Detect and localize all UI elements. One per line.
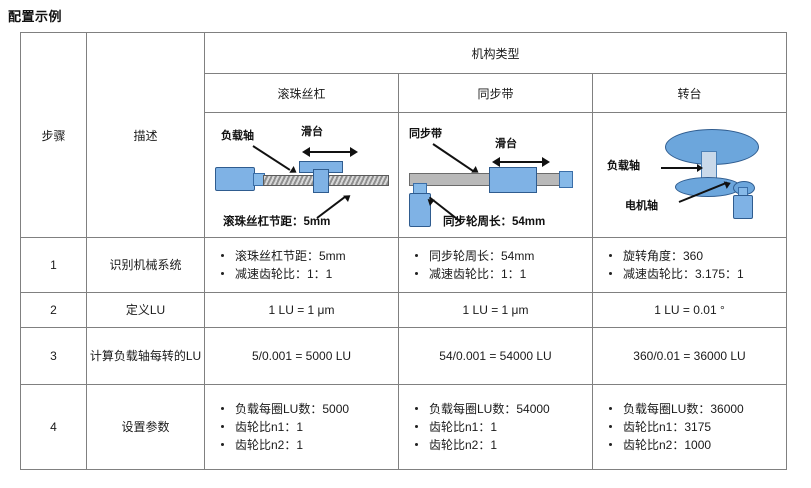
slider-travel-arrow: [492, 157, 550, 167]
slider-block: [489, 167, 537, 193]
list-item: 减速齿轮比：1：1: [413, 265, 592, 283]
label-timing-belt: 同步带: [409, 128, 442, 140]
list-item: 负载每圈LU数：36000: [607, 400, 786, 418]
load-axis-pointer-line: [252, 145, 291, 171]
table-header-row-mech: 滚珠丝杠 同步带 转台: [21, 73, 788, 113]
label-motor-axis: 电机轴: [625, 200, 658, 212]
list-item: 减速齿轮比：3.175：1: [607, 265, 786, 283]
label-screw-pitch: 滚珠丝杠节距：5mm: [223, 216, 331, 228]
table-header-row-diagrams: 负载轴 滑台 滚珠丝杠节距：5mm: [21, 112, 788, 238]
list-item: 齿轮比n1：3175: [607, 418, 786, 436]
slider-nut: [313, 169, 329, 193]
header-description: 描述: [86, 32, 205, 238]
page-title: 配置示例: [8, 9, 63, 24]
bullet-list: 负载每圈LU数：36000 齿轮比n1：3175 齿轮比n2：1000: [593, 398, 786, 456]
table-row: 3 计算负载轴每转的LU 5/0.001 = 5000 LU 54/0.001 …: [20, 327, 788, 385]
configuration-table: 步骤 描述 机构类型 滚珠丝杠 同步带 转台 负载轴 滑台: [20, 32, 788, 470]
bullet-list: 滚珠丝杠节距：5mm 减速齿轮比：1：1: [205, 245, 398, 285]
list-item: 齿轮比n1：1: [413, 418, 592, 436]
diagram-ballscrew-cell: 负载轴 滑台 滚珠丝杠节距：5mm: [204, 112, 399, 238]
list-item: 齿轮比n2：1000: [607, 436, 786, 454]
end-pulley: [559, 171, 573, 188]
row-cell-rotary: 360/0.01 = 36000 LU: [591, 327, 788, 385]
bullet-list: 旋转角度：360 减速齿轮比：3.175：1: [593, 245, 786, 285]
list-item: 负载每圈LU数：54000: [413, 400, 592, 418]
table-row: 4 设置参数 负载每圈LU数：5000 齿轮比n1：1 齿轮比n2：1 负载每圈…: [20, 384, 788, 470]
diagram-rotary-cell: 负载轴 电机轴: [591, 112, 788, 238]
row-cell-rotary: 1 LU = 0.01 °: [591, 292, 788, 328]
row-step-number: 4: [20, 384, 87, 470]
row-description: 识别机械系统: [86, 237, 205, 293]
row-cell-belt: 54/0.001 = 54000 LU: [398, 327, 593, 385]
list-item: 负载每圈LU数：5000: [219, 400, 398, 418]
slider-travel-arrow: [302, 147, 358, 157]
row-step-number: 2: [20, 292, 87, 328]
list-item: 齿轮比n2：1: [219, 436, 398, 454]
bullet-list: 负载每圈LU数：54000 齿轮比n1：1 齿轮比n2：1: [399, 398, 592, 456]
load-axis-pointer-line: [661, 167, 701, 169]
row-cell-rotary: 负载每圈LU数：36000 齿轮比n1：3175 齿轮比n2：1000: [591, 384, 788, 470]
motor-body: [733, 195, 753, 219]
belt-pointer-line: [432, 143, 474, 172]
table-row: 2 定义LU 1 LU = 1 μm 1 LU = 1 μm 1 LU = 0.…: [20, 292, 788, 328]
row-cell-ballscrew: 滚珠丝杠节距：5mm 减速齿轮比：1：1: [204, 237, 399, 293]
list-item: 旋转角度：360: [607, 247, 786, 265]
motor-body: [409, 193, 431, 227]
row-cell-ballscrew: 5/0.001 = 5000 LU: [204, 327, 399, 385]
row-cell-ballscrew: 负载每圈LU数：5000 齿轮比n1：1 齿轮比n2：1: [204, 384, 399, 470]
row-cell-ballscrew: 1 LU = 1 μm: [204, 292, 399, 328]
list-item: 减速齿轮比：1：1: [219, 265, 398, 283]
row-step-number: 1: [20, 237, 87, 293]
diagram-rotary: 负载轴 电机轴: [593, 113, 786, 237]
header-step: 步骤: [20, 32, 87, 238]
label-load-axis: 负载轴: [607, 160, 640, 172]
label-slider: 滑台: [495, 138, 517, 150]
label-pulley-circumference: 同步轮周长：54mm: [443, 216, 546, 228]
table-row: 1 识别机械系统 滚珠丝杠节距：5mm 减速齿轮比：1：1 同步轮周长：54mm…: [20, 237, 788, 293]
bullet-list: 同步轮周长：54mm 减速齿轮比：1：1: [399, 245, 592, 285]
row-description: 计算负载轴每转的LU: [86, 327, 205, 385]
list-item: 齿轮比n1：1: [219, 418, 398, 436]
list-item: 同步轮周长：54mm: [413, 247, 592, 265]
header-mech-ballscrew: 滚珠丝杠: [204, 73, 399, 113]
row-description: 定义LU: [86, 292, 205, 328]
list-item: 滚珠丝杠节距：5mm: [219, 247, 398, 265]
motor-body: [215, 167, 255, 191]
label-load-axis: 负载轴: [221, 130, 254, 142]
row-step-number: 3: [20, 327, 87, 385]
diagram-ballscrew: 负载轴 滑台 滚珠丝杠节距：5mm: [205, 113, 398, 237]
diagram-belt-cell: 同步带 滑台 同步轮周长：54mm: [398, 112, 593, 238]
header-mechanism-type: 机构类型: [203, 32, 788, 74]
bullet-list: 负载每圈LU数：5000 齿轮比n1：1 齿轮比n2：1: [205, 398, 398, 456]
row-cell-rotary: 旋转角度：360 减速齿轮比：3.175：1: [591, 237, 788, 293]
list-item: 齿轮比n2：1: [413, 436, 592, 454]
header-mech-rotary: 转台: [591, 73, 788, 113]
row-cell-belt: 负载每圈LU数：54000 齿轮比n1：1 齿轮比n2：1: [398, 384, 593, 470]
load-axis-pointer-head: [697, 164, 703, 172]
row-cell-belt: 同步轮周长：54mm 减速齿轮比：1：1: [398, 237, 593, 293]
row-description: 设置参数: [86, 384, 205, 470]
header-mech-belt: 同步带: [398, 73, 593, 113]
diagram-belt: 同步带 滑台 同步轮周长：54mm: [399, 113, 592, 237]
pitch-pointer-head: [343, 192, 353, 202]
table-header-row-group: 步骤 描述 机构类型: [20, 32, 788, 238]
row-cell-belt: 1 LU = 1 μm: [398, 292, 593, 328]
label-slider: 滑台: [301, 126, 323, 138]
